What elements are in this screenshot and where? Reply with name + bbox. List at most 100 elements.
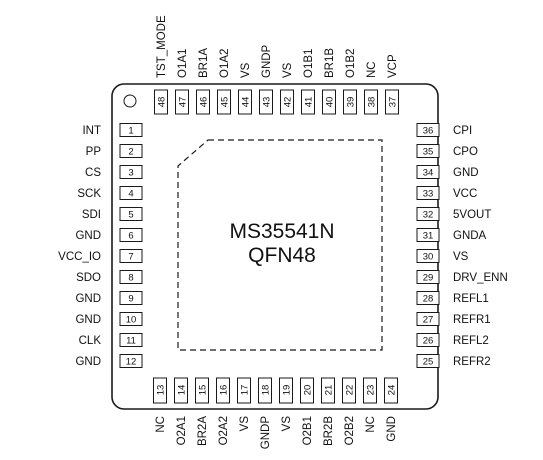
pin-label-9: GND (75, 293, 101, 305)
pin-pad-25 (416, 354, 440, 368)
pin-label-39: O1B2 (345, 49, 357, 78)
pin-label-4: SCK (77, 188, 101, 200)
pin-label-32: 5VOUT (453, 209, 491, 221)
pin-number-33: 33 (423, 189, 434, 200)
pin-number-47: 47 (178, 97, 189, 108)
pin-label-18: GNDP (260, 416, 272, 450)
pin-pad-44 (238, 89, 252, 115)
pin-label-41: O1B1 (303, 49, 315, 78)
pin-number-18: 18 (261, 385, 272, 396)
pin-label-29: DRV_ENN (453, 272, 508, 284)
pin-pad-4 (119, 186, 143, 200)
pin-number-15: 15 (198, 385, 209, 396)
pin-number-19: 19 (282, 385, 293, 396)
pin-pad-24 (384, 377, 398, 404)
pin-number-46: 46 (199, 97, 210, 108)
pin-pad-42 (280, 89, 294, 115)
pin-pad-17 (237, 377, 251, 404)
pin-number-29: 29 (423, 273, 434, 284)
bottom-pin-group: 13NC14O2A115BR2A16O2A217VS18GNDP19VS20O2… (153, 377, 398, 450)
pin-pad-15 (195, 377, 209, 404)
pin-label-45: O1A2 (219, 49, 231, 78)
pin-label-34: GND (453, 167, 479, 179)
pin-number-9: 9 (128, 294, 133, 305)
pin-number-13: 13 (156, 385, 167, 396)
pin-pad-22 (342, 377, 356, 404)
pin-pad-2 (119, 144, 143, 158)
pin-pad-1 (119, 123, 143, 137)
pin-number-42: 42 (283, 97, 294, 108)
pin-number-31: 31 (423, 231, 434, 242)
exposed-pad-outline (177, 139, 383, 351)
pin-pad-5 (119, 207, 143, 221)
pin-number-43: 43 (262, 97, 273, 108)
pin-pad-32 (416, 207, 440, 221)
pin-number-11: 11 (126, 336, 136, 347)
pin-number-24: 24 (387, 385, 398, 396)
pin-label-37: VCP (387, 54, 399, 78)
pin-pad-6 (119, 228, 143, 242)
pin-number-7: 7 (128, 252, 133, 263)
pin-pad-43 (259, 89, 273, 115)
pin-label-13: NC (155, 416, 167, 433)
pin-pad-35 (416, 144, 440, 158)
pin-pad-10 (119, 312, 143, 326)
pin-number-4: 4 (128, 189, 133, 200)
pin-label-8: SDO (76, 272, 101, 284)
left-pin-group: 1INT2PP3CS4SCK5SDI6GND7VCC_IO8SDO9GND10G… (58, 123, 143, 368)
pin-pad-13 (153, 377, 167, 404)
pin-label-38: NC (366, 61, 378, 78)
pin-label-23: NC (365, 416, 377, 433)
pin1-marker-icon (123, 94, 137, 108)
pin-number-6: 6 (128, 231, 133, 242)
pin-pad-37 (385, 89, 399, 115)
pin-label-33: VCC (453, 188, 477, 200)
pin-label-17: VS (239, 416, 251, 432)
pin-number-8: 8 (128, 273, 133, 284)
pin-label-11: CLK (79, 335, 102, 347)
pin-label-2: PP (86, 146, 102, 158)
pin-label-15: BR2A (197, 416, 209, 446)
pin-label-46: BR1A (198, 48, 210, 78)
pin-number-37: 37 (388, 97, 399, 108)
pin-pad-14 (174, 377, 188, 404)
pin-pad-21 (321, 377, 335, 404)
chip-part-number: MS35541N (229, 220, 334, 243)
pin-label-35: CPO (453, 146, 478, 158)
pin-number-3: 3 (128, 168, 133, 179)
pin-number-40: 40 (325, 97, 336, 108)
pin-label-31: GNDA (453, 230, 487, 242)
pin-number-41: 41 (304, 97, 315, 108)
pin-pad-45 (217, 89, 231, 115)
pin-label-12: GND (75, 356, 101, 368)
pin-label-1: INT (82, 125, 101, 137)
pin-number-16: 16 (219, 385, 230, 396)
pin-pad-7 (119, 249, 143, 263)
pin-pad-11 (119, 333, 143, 347)
pin-label-20: O2B1 (302, 416, 314, 445)
pin-pad-36 (416, 123, 440, 137)
pin-pad-20 (300, 377, 314, 404)
pin-label-6: GND (75, 230, 101, 242)
pin-number-38: 38 (367, 97, 378, 108)
pin-label-22: O2B2 (344, 416, 356, 445)
pin-number-27: 27 (423, 315, 434, 326)
pin-number-25: 25 (423, 357, 434, 368)
pin-pad-33 (416, 186, 440, 200)
pin-number-45: 45 (220, 97, 231, 108)
pin-label-16: O2A2 (218, 416, 230, 445)
chip-package-name: QFN48 (248, 244, 316, 267)
pin-label-28: REFL1 (453, 293, 489, 305)
pin-pad-48 (154, 89, 168, 115)
pin-label-36: CPI (453, 125, 472, 137)
pin-number-35: 35 (423, 147, 434, 158)
pin-number-17: 17 (240, 385, 251, 396)
pin-number-39: 39 (346, 97, 357, 108)
pin-number-1: 1 (128, 126, 133, 137)
pin-pad-9 (119, 291, 143, 305)
pin-number-30: 30 (423, 252, 434, 263)
pin-pad-47 (175, 89, 189, 115)
pin-label-19: VS (281, 416, 293, 432)
pin-pad-8 (119, 270, 143, 284)
